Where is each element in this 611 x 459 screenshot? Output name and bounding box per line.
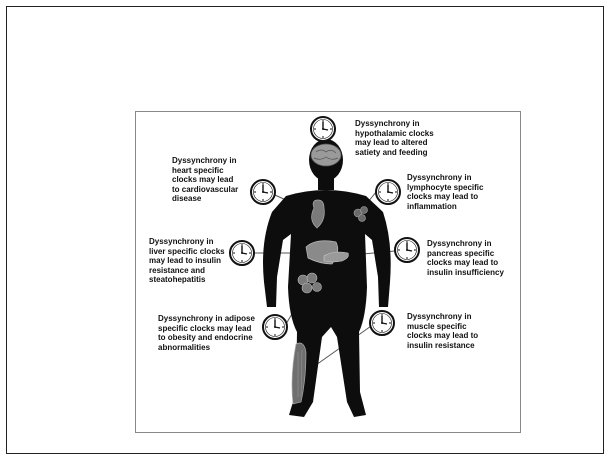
label-line: may lead to altered xyxy=(355,138,434,148)
brain-icon xyxy=(311,144,341,166)
label-line: pancreas specific xyxy=(427,249,504,259)
label-line: resistance and xyxy=(149,266,225,276)
label-muscle-clocks: Dyssynchrony in muscle specific clocks m… xyxy=(407,312,478,350)
clock-icon xyxy=(251,180,275,204)
label-line: Dyssynchrony in xyxy=(172,156,238,166)
label-line: clocks may lead to xyxy=(407,331,478,341)
label-line: to obesity and endocrine xyxy=(158,333,255,343)
label-line: lymphocyte specific xyxy=(407,183,483,193)
label-line: insulin resistance xyxy=(407,341,478,351)
label-hypothalamic-clocks: Dyssynchrony in hypothalamic clocks may … xyxy=(355,119,434,157)
human-silhouette xyxy=(263,139,391,417)
clock-icon xyxy=(376,180,400,204)
label-line: inflammation xyxy=(407,202,483,212)
clock-icon xyxy=(230,241,254,265)
label-line: abnormalities xyxy=(158,343,255,353)
label-line: Dyssynchrony in xyxy=(407,173,483,183)
label-line: satiety and feeding xyxy=(355,148,434,158)
label-line: insulin insufficiency xyxy=(427,268,504,278)
clock-icon xyxy=(263,315,287,339)
label-line: clocks may lead to xyxy=(407,192,483,202)
label-line: disease xyxy=(172,194,238,204)
label-line: clocks may lead xyxy=(172,175,238,185)
label-line: Dyssynchrony in xyxy=(149,237,225,247)
circadian-diagram: Dyssynchrony in hypothalamic clocks may … xyxy=(135,111,521,433)
label-heart-clocks: Dyssynchrony in heart specific clocks ma… xyxy=(172,156,238,204)
label-line: heart specific xyxy=(172,166,238,176)
label-adipose-clocks: Dyssynchrony in adipose specific clocks … xyxy=(158,314,255,352)
clock-icon xyxy=(370,311,394,335)
label-line: specific clocks may lead xyxy=(158,324,255,334)
label-lymphocyte-clocks: Dyssynchrony in lymphocyte specific cloc… xyxy=(407,173,483,211)
label-line: clocks may lead to xyxy=(427,258,504,268)
label-line: Dyssynchrony in xyxy=(407,312,478,322)
label-line: liver specific clocks xyxy=(149,247,225,257)
clock-icon xyxy=(395,238,419,262)
label-line: Dyssynchrony in xyxy=(355,119,434,129)
label-line: muscle specific xyxy=(407,322,478,332)
label-line: may lead to insulin xyxy=(149,256,225,266)
label-pancreas-clocks: Dyssynchrony in pancreas specific clocks… xyxy=(427,239,504,277)
label-liver-clocks: Dyssynchrony in liver specific clocks ma… xyxy=(149,237,225,285)
slide-frame: Dyssynchrony in hypothalamic clocks may … xyxy=(6,6,604,454)
label-line: Dyssynchrony in xyxy=(427,239,504,249)
label-line: to cardiovascular xyxy=(172,185,238,195)
clock-icon xyxy=(311,117,335,141)
label-line: steatohepatitis xyxy=(149,275,225,285)
label-line: Dyssynchrony in adipose xyxy=(158,314,255,324)
label-line: hypothalamic clocks xyxy=(355,129,434,139)
